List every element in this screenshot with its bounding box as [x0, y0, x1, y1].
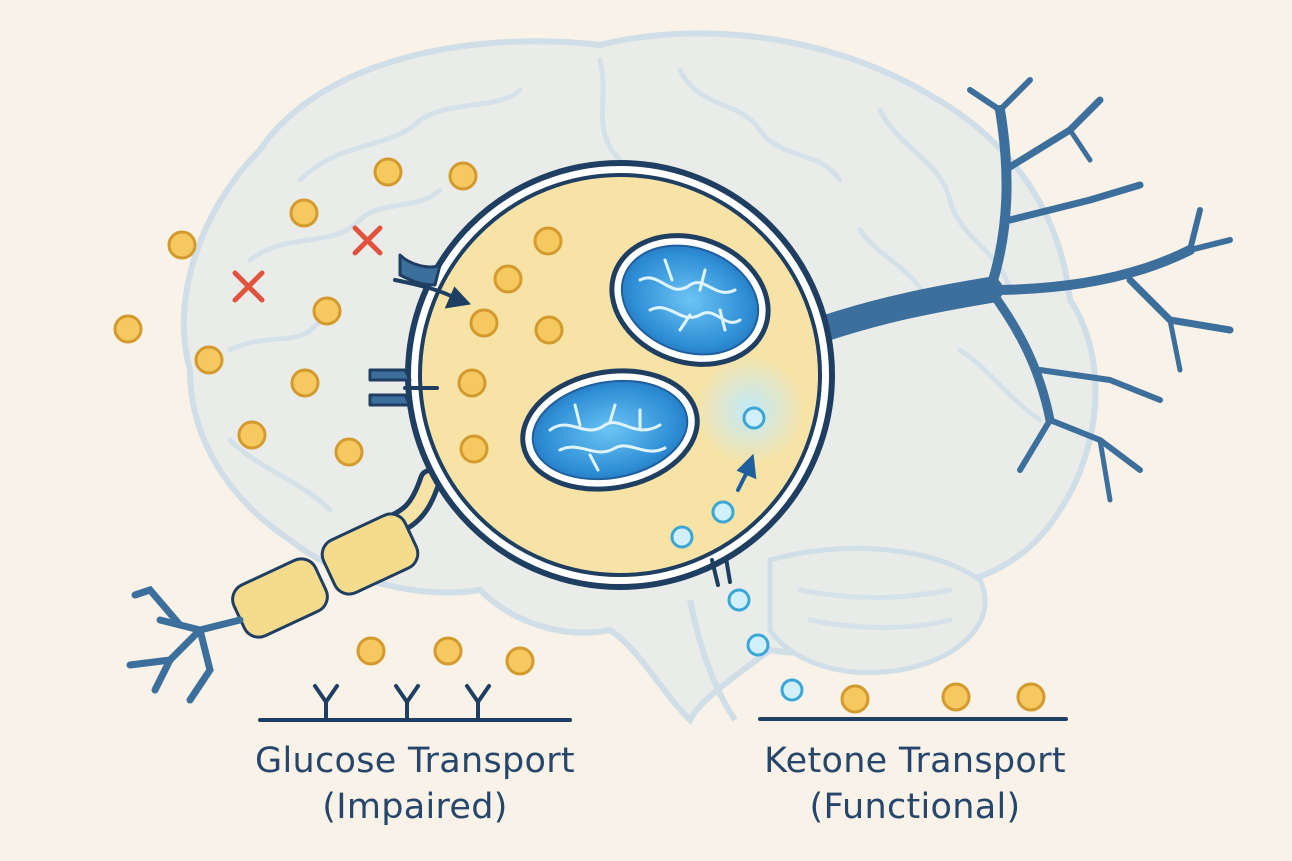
dendrite-branch	[1126, 276, 1234, 334]
ketone-channel	[710, 556, 732, 587]
arrow-icon	[736, 453, 757, 492]
ketone-molecule	[727, 588, 751, 612]
glucose-molecule	[356, 636, 386, 666]
glucose-molecule	[113, 314, 143, 344]
glucose-molecule	[534, 315, 564, 345]
dendrite-branch	[967, 87, 1003, 113]
ketone-molecules	[670, 406, 804, 702]
dendrite-branch	[1006, 181, 1144, 224]
dendrite-branch	[1097, 437, 1113, 503]
axon	[126, 468, 442, 704]
glucose-transport-title: Glucose Transport	[255, 741, 575, 781]
dendrite-branch	[1001, 96, 1104, 174]
dendrite-branch	[985, 245, 1195, 295]
ketone-molecule	[746, 633, 770, 657]
glucose-molecule	[840, 684, 870, 714]
dendrite-branch	[1067, 127, 1093, 163]
glucose-transporters	[368, 253, 442, 407]
glucose-molecule	[433, 636, 463, 666]
glucose-molecule	[334, 437, 364, 467]
transporter-receptor	[465, 684, 491, 722]
glucose-molecule	[312, 296, 342, 326]
transporter-receptor	[368, 368, 412, 407]
glucose-molecule	[448, 161, 478, 191]
glucose-molecule	[533, 226, 563, 256]
glucose-molecule	[1016, 682, 1046, 712]
axon-terminal	[126, 585, 244, 704]
blocked-x-icon	[352, 225, 383, 256]
dendrite-branch	[1017, 417, 1053, 473]
glucose-transport-status: (Impaired)	[322, 787, 508, 827]
glucose-molecule	[289, 198, 319, 228]
glucose-molecule	[457, 368, 487, 398]
glucose-molecule	[493, 264, 523, 294]
glucose-molecule	[469, 308, 499, 338]
transporter-receptor	[313, 684, 339, 722]
ketone-transport-title: Ketone Transport	[764, 741, 1066, 781]
dendrite-branch	[997, 77, 1033, 113]
ketone-molecule	[780, 678, 804, 702]
glucose-molecule	[194, 345, 224, 375]
mitochondrion	[609, 233, 771, 367]
ketone-molecule	[670, 525, 694, 549]
glucose-molecule	[941, 682, 971, 712]
dendrite-branch	[1187, 237, 1233, 253]
dendrite-branch	[985, 105, 1012, 295]
dendrite-branch	[1187, 207, 1203, 253]
arrow-icon	[393, 278, 472, 390]
dendrite-branch	[1167, 317, 1183, 373]
dendrite-tree	[807, 77, 1234, 503]
brain-gyri	[227, 57, 1043, 630]
glucose-molecule	[290, 368, 320, 398]
glucose-molecule	[505, 646, 535, 676]
glucose-molecule	[237, 420, 267, 450]
brain-stem	[687, 599, 738, 722]
dendrite-trunk	[807, 277, 1003, 343]
transporter-receptor	[398, 253, 442, 287]
glucose-molecule	[373, 157, 403, 187]
brain-cerebellum	[767, 545, 988, 676]
myelin-sheath	[231, 512, 420, 639]
glucose-transport-membrane	[258, 684, 572, 722]
ketone-molecule	[742, 406, 766, 430]
ketone-transport-caption: Ketone Transport (Functional)	[705, 738, 1125, 830]
glucose-transport-caption: Glucose Transport (Impaired)	[205, 738, 625, 830]
dendrite-branch	[985, 285, 1055, 425]
mitochondrion	[520, 368, 700, 492]
glucose-molecule	[167, 230, 197, 260]
transporter-receptor	[394, 684, 420, 722]
ketone-molecule	[711, 500, 735, 524]
glucose-molecule	[459, 434, 489, 464]
ketone-transport-status: (Functional)	[809, 787, 1021, 827]
glucose-molecules	[113, 157, 1046, 714]
blocked-x-icon	[232, 270, 265, 303]
dendrite-branch	[1037, 367, 1163, 403]
